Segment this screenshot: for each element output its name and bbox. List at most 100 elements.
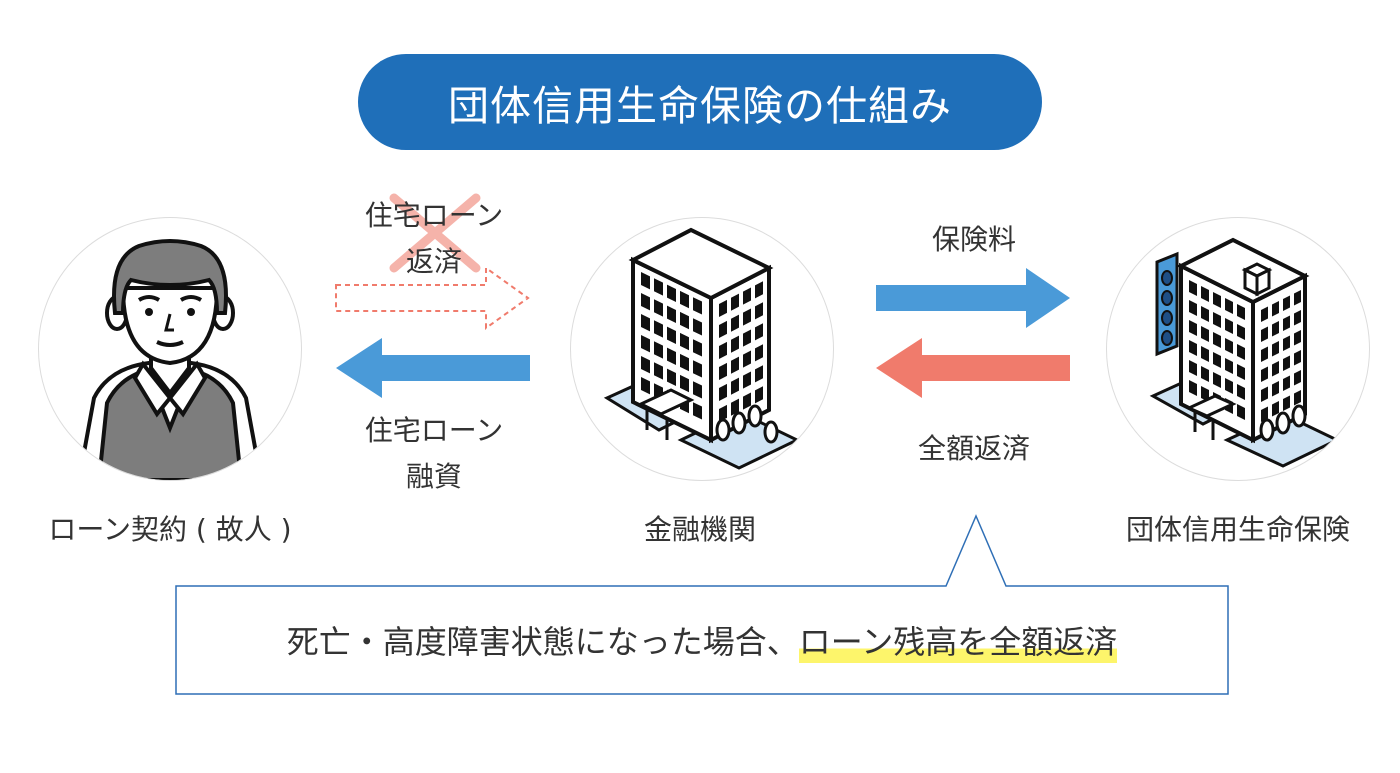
window — [1237, 384, 1245, 400]
window — [693, 402, 702, 420]
window — [743, 350, 751, 368]
window — [1261, 366, 1268, 382]
borrower-node — [38, 217, 302, 481]
window — [1201, 366, 1209, 382]
window — [1237, 404, 1245, 420]
page-title: 団体信用生命保険の仕組み — [358, 54, 1042, 150]
window — [719, 299, 727, 317]
window — [1294, 290, 1301, 306]
window — [667, 305, 676, 323]
window — [731, 293, 739, 311]
window — [1225, 378, 1233, 394]
window — [1189, 320, 1197, 336]
repayment-dashed-arrow — [335, 266, 530, 330]
window — [719, 341, 727, 359]
window — [1189, 340, 1197, 356]
window — [1283, 315, 1290, 331]
premium-label: 保険料 — [931, 223, 1016, 256]
loan-label: 住宅ローン 融資 — [364, 414, 504, 493]
bank-label: 金融機関 — [643, 513, 756, 546]
premium-arrow — [876, 268, 1070, 328]
bank-building-icon — [603, 227, 801, 470]
window — [1261, 386, 1268, 402]
window — [1261, 406, 1268, 422]
window — [680, 332, 689, 351]
full-repayment-label: 全額返済 — [917, 432, 1030, 465]
callout-text: 死亡・高度障害状態になった場合、ローン残高を全額返済 — [176, 586, 1228, 694]
window — [1213, 372, 1221, 388]
window — [1213, 312, 1221, 328]
window — [667, 284, 676, 302]
window — [1237, 324, 1245, 340]
window — [731, 398, 739, 416]
window — [755, 344, 763, 362]
window — [755, 323, 763, 341]
window — [1237, 364, 1245, 380]
window — [667, 347, 676, 365]
window — [743, 392, 751, 410]
window — [1272, 401, 1279, 417]
window — [654, 362, 663, 380]
window — [641, 272, 650, 290]
window — [693, 318, 702, 336]
window — [1272, 321, 1279, 337]
full-repayment-arrow — [876, 338, 1070, 398]
window — [1189, 300, 1197, 316]
window — [719, 320, 727, 338]
window — [641, 356, 650, 374]
window — [654, 341, 663, 359]
window — [731, 335, 739, 353]
window — [680, 311, 689, 330]
window — [731, 356, 739, 374]
window — [755, 365, 763, 383]
window — [719, 404, 727, 422]
window — [1261, 346, 1268, 362]
window — [731, 314, 739, 332]
window — [1213, 332, 1221, 348]
window — [1283, 295, 1290, 311]
window — [1294, 310, 1301, 326]
window — [731, 377, 739, 395]
window — [1283, 335, 1290, 351]
window — [1225, 358, 1233, 374]
window — [1225, 298, 1233, 314]
window — [743, 371, 751, 389]
window — [1237, 344, 1245, 360]
window — [719, 383, 727, 401]
insurer-node — [1106, 217, 1370, 481]
bank-node — [570, 217, 834, 481]
window — [743, 287, 751, 305]
window — [1201, 306, 1209, 322]
window — [641, 377, 650, 395]
window — [755, 302, 763, 320]
window — [1213, 352, 1221, 368]
callout-text-main: 死亡・高度障害状態になった場合、 — [286, 623, 799, 661]
window — [755, 386, 763, 404]
window — [1225, 318, 1233, 334]
window — [693, 381, 702, 399]
window — [1189, 360, 1197, 376]
window — [1272, 361, 1279, 377]
window — [1261, 326, 1268, 342]
window — [654, 320, 663, 338]
window — [641, 293, 650, 311]
loan-arrow — [336, 338, 530, 398]
window — [1237, 304, 1245, 320]
window — [1283, 355, 1290, 371]
window — [1201, 286, 1209, 302]
window — [654, 299, 663, 317]
repayment-label: 住宅ローン 返済 — [364, 199, 504, 278]
window — [693, 339, 702, 357]
window — [641, 335, 650, 353]
window — [1225, 338, 1233, 354]
window — [743, 329, 751, 347]
window — [1189, 280, 1197, 296]
window — [719, 362, 727, 380]
window — [1283, 375, 1290, 391]
window — [654, 278, 663, 296]
window — [755, 281, 763, 299]
window — [1294, 330, 1301, 346]
window — [680, 353, 689, 372]
window — [1272, 381, 1279, 397]
window — [1261, 306, 1268, 322]
